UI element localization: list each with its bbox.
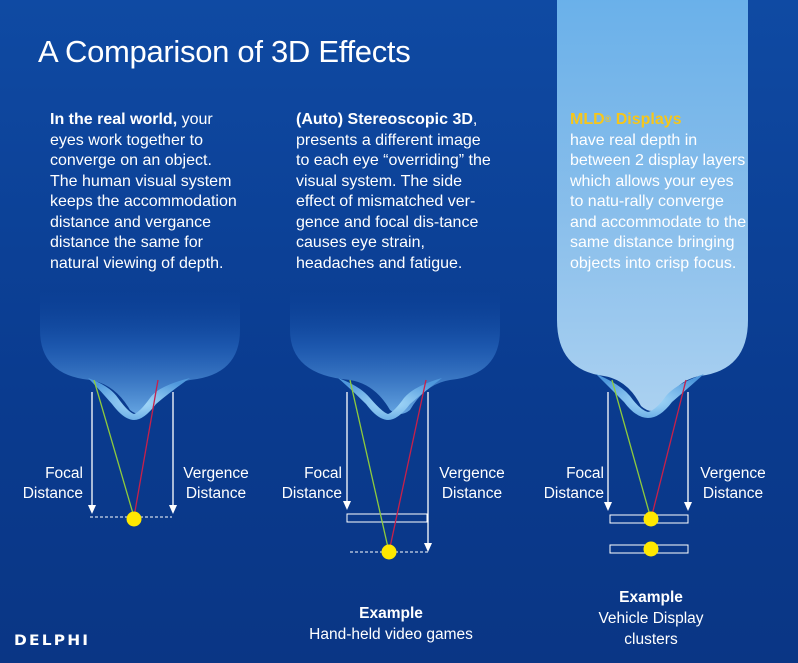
green-ray-3 <box>611 379 652 520</box>
column-mld-text: MLD® Displays have real depth in between… <box>570 110 750 274</box>
vergence-arrow-1 <box>169 392 177 514</box>
red-ray-2 <box>388 379 427 553</box>
vergence-arrow-3 <box>684 392 692 511</box>
delphi-logo: DELPHI <box>14 633 91 649</box>
display-layer-2 <box>346 513 428 523</box>
vergence-arrow-2 <box>424 392 432 552</box>
example-body-2: Hand-held video games <box>309 626 473 643</box>
page-title: A Comparison of 3D Effects <box>38 34 411 69</box>
example-heading-2: Example <box>359 605 423 622</box>
vergence-distance-label-2: Vergence Distance <box>439 465 505 502</box>
column-1-lead: In the real world, <box>50 111 178 128</box>
red-ray-3 <box>650 379 687 520</box>
focus-dot-3a <box>643 511 659 527</box>
example-body-3-line1: Vehicle Display <box>598 610 704 627</box>
column-2-body: , presents a different image to each eye… <box>296 111 491 272</box>
green-ray-1 <box>93 379 135 518</box>
vergence-distance-label-3: Vergence Distance <box>700 465 766 502</box>
column-3-lead: MLD <box>570 111 605 128</box>
eye-shape-3 <box>557 0 748 418</box>
column-2-lead: (Auto) Stereoscopic 3D <box>296 111 473 128</box>
focal-arrow-2 <box>343 392 351 510</box>
red-ray-1 <box>133 379 159 518</box>
eye-shape-1 <box>40 290 240 420</box>
registered-mark: ® <box>604 114 612 124</box>
column-3-body: have real depth in between 2 display lay… <box>570 131 747 272</box>
example-body-3-line2: clusters <box>624 631 678 648</box>
focus-dot-3b <box>643 541 659 557</box>
focal-distance-label-1: Focal Distance <box>22 465 83 502</box>
eye-shape-2 <box>290 290 500 420</box>
vergence-distance-label-1: Vergence Distance <box>183 465 249 502</box>
column-3-lead-rest: Displays <box>611 111 682 128</box>
focal-arrow-3 <box>604 392 612 511</box>
example-vehicle: Example Vehicle Display clusters <box>571 587 731 650</box>
focus-dot-2 <box>381 544 397 560</box>
column-1-body: your eyes work together to converge on a… <box>50 111 237 272</box>
focus-dot-1 <box>126 511 142 527</box>
focal-distance-label-2: Focal Distance <box>281 465 342 502</box>
column-stereoscopic-text: (Auto) Stereoscopic 3D, presents a diffe… <box>296 110 496 274</box>
example-handheld: Example Hand-held video games <box>286 603 496 645</box>
column-real-world-text: In the real world, your eyes work togeth… <box>50 110 240 274</box>
example-heading-3: Example <box>619 589 683 606</box>
focal-arrow-1 <box>88 392 96 514</box>
green-ray-2 <box>349 379 390 553</box>
focal-distance-label-3: Focal Distance <box>543 465 604 502</box>
